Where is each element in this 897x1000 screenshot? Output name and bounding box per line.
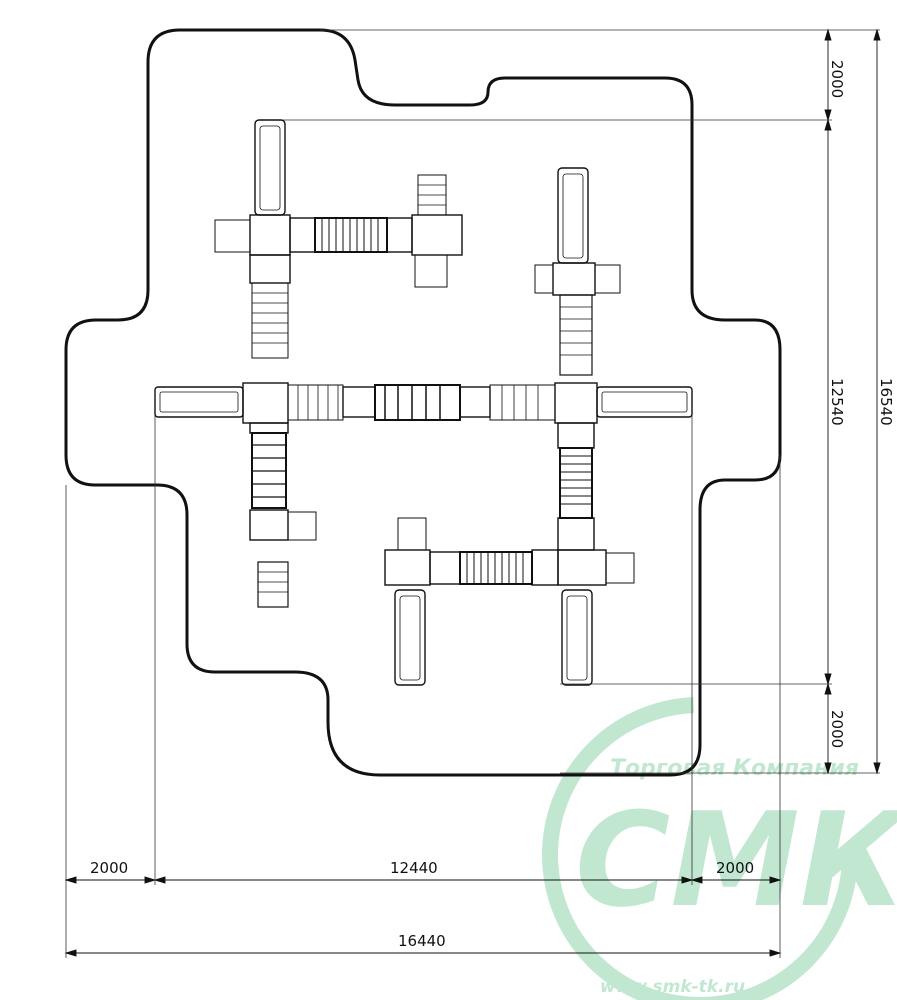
right-dimension-lines	[824, 28, 881, 775]
top-left-branch	[289, 174, 463, 288]
watermark-url: www.smk-tk.ru	[600, 977, 745, 997]
dim-left-margin: 2000	[90, 859, 128, 877]
watermark-company: Торговая Компания	[610, 756, 859, 781]
extension-lines	[65, 29, 880, 958]
dim-top-margin: 2000	[828, 60, 846, 98]
right-vertical-column	[534, 167, 621, 551]
safety-zone-outline	[64, 28, 782, 777]
bottom-branch	[384, 517, 635, 686]
dim-height-inner: 12540	[828, 378, 846, 426]
watermark-ring	[542, 697, 858, 1000]
dim-bottom-margin: 2000	[828, 710, 846, 748]
left-vertical-column	[214, 119, 317, 608]
playground-complex	[154, 119, 693, 686]
smk-watermark: Торговая Компания СМК www.smk-tk.ru	[542, 697, 897, 1000]
main-horizontal-walkway	[154, 382, 693, 424]
dim-width-total: 16440	[398, 932, 446, 950]
dim-height-total: 16540	[877, 378, 895, 426]
watermark-logo: СМК	[575, 784, 897, 936]
bottom-dimension-lines	[64, 876, 782, 957]
dim-width-inner: 12440	[390, 859, 438, 877]
dim-right-margin: 2000	[716, 859, 754, 877]
